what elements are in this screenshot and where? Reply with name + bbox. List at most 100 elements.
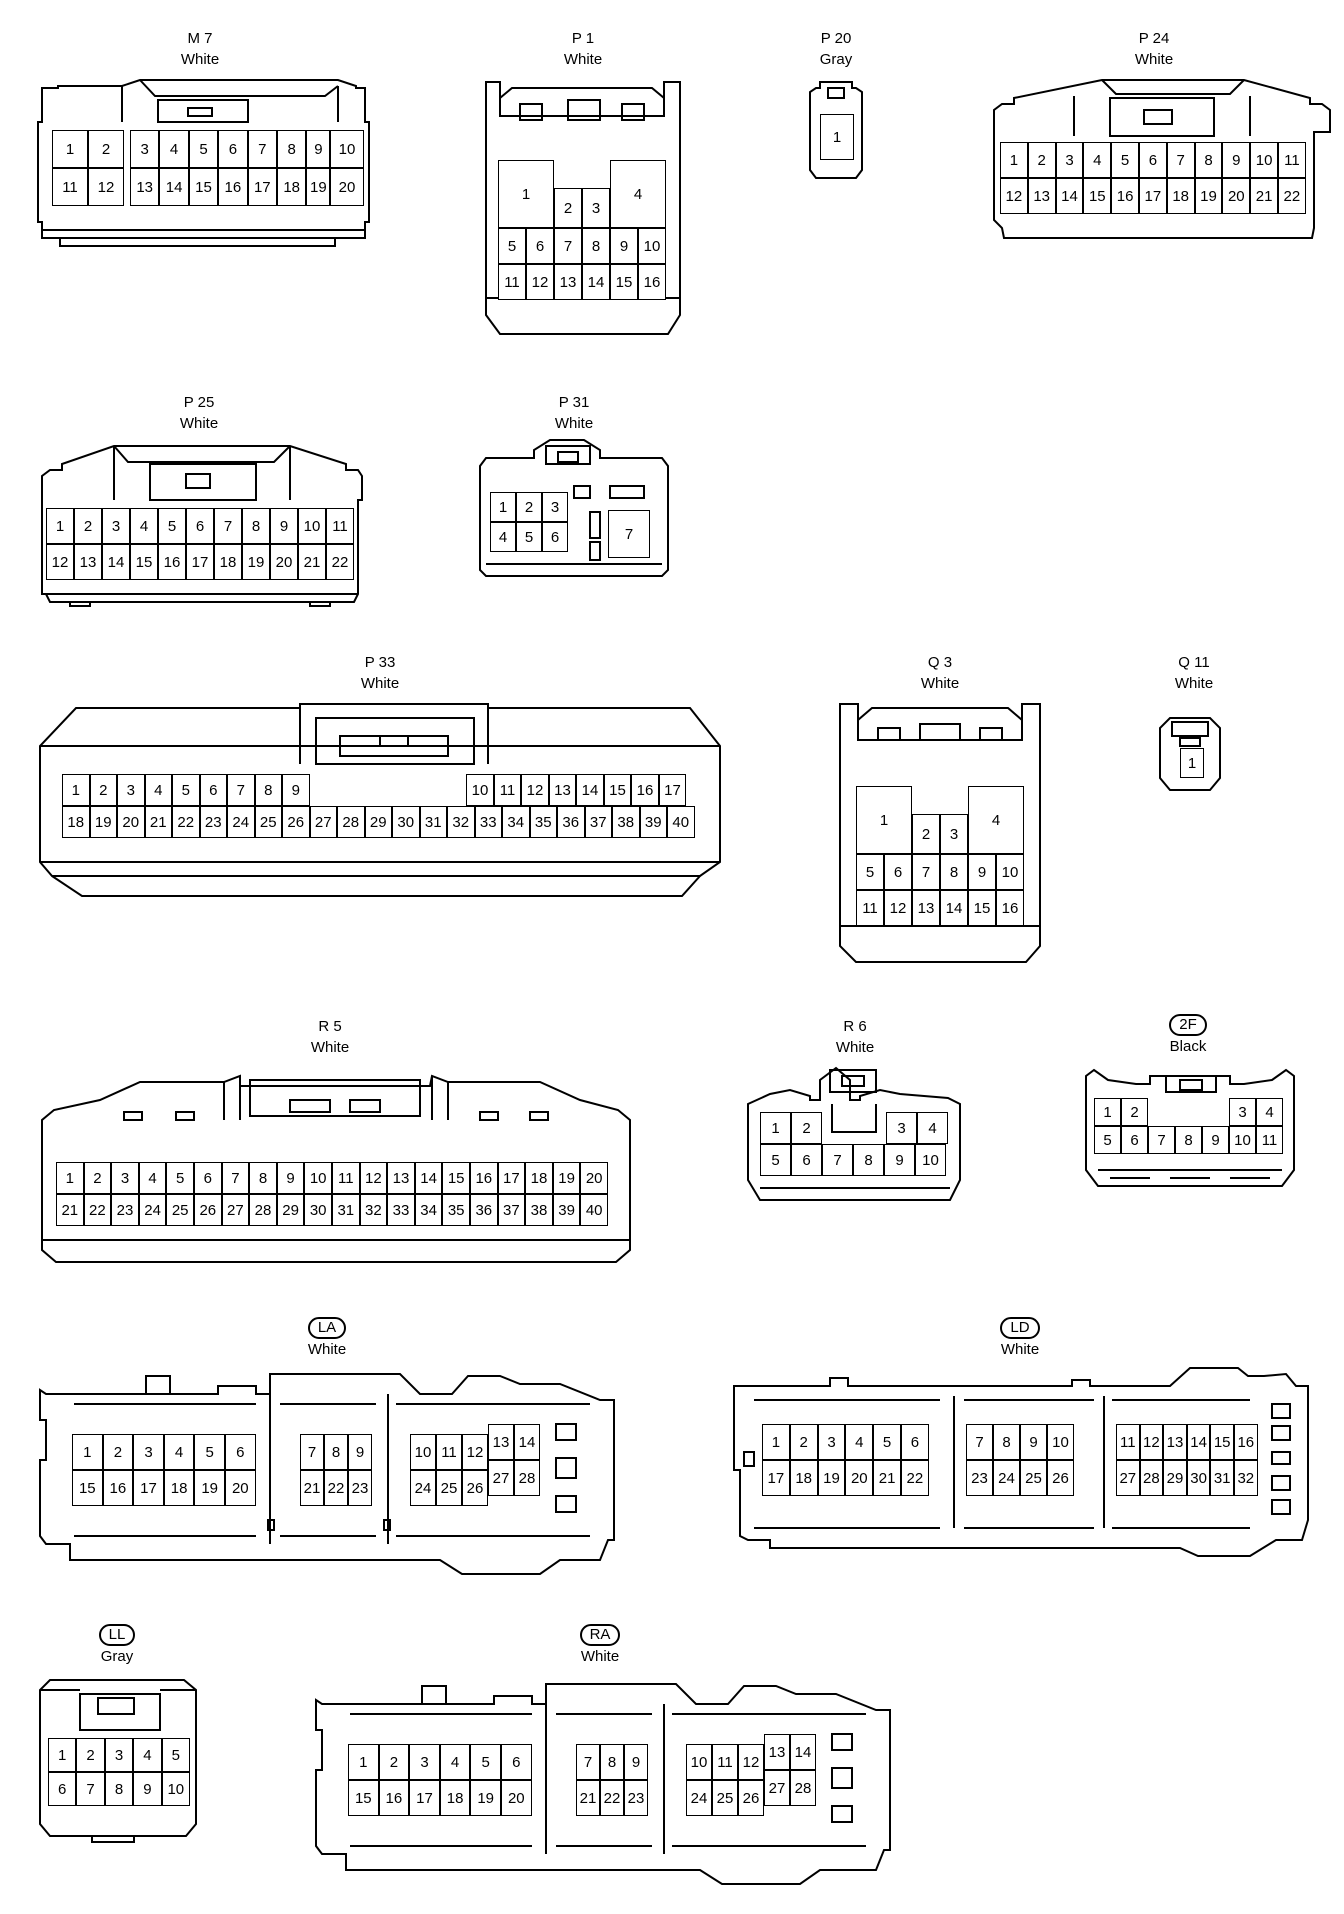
- pin-cavity: 1: [760, 1112, 791, 1144]
- connector-label-p33: P 33 White: [330, 654, 430, 692]
- pin-cavity: 25: [166, 1194, 194, 1226]
- pin-cavity: 29: [1163, 1460, 1187, 1496]
- pin-cavity: 10: [1250, 142, 1278, 178]
- connector-id: R 6: [843, 1018, 867, 1035]
- pin-cavity: 11: [332, 1162, 360, 1194]
- pin-cavity: 23: [966, 1460, 993, 1496]
- pin-cavity: 28: [249, 1194, 277, 1226]
- pin-cavity: 1: [490, 492, 516, 522]
- pin-cavity: 28: [514, 1460, 540, 1496]
- pin-cavity: 1: [1000, 142, 1028, 178]
- ll-housing: [39, 1679, 197, 1843]
- pin-cavity: 39: [552, 1194, 581, 1226]
- pin-cavity: 20: [330, 168, 364, 206]
- pin-cavity: 1: [1094, 1098, 1121, 1126]
- pin-cavity: 39: [639, 806, 667, 838]
- pin-cavity: 4: [845, 1424, 874, 1460]
- pin-cavity: 26: [282, 806, 310, 838]
- connector-color: White: [180, 51, 220, 68]
- pin-cavity: 28: [790, 1770, 816, 1806]
- pin-cavity: 32: [359, 1194, 388, 1226]
- pin-cavity: 35: [442, 1194, 470, 1226]
- pin-cavity: 5: [470, 1744, 501, 1780]
- pin-cavity: 29: [364, 806, 392, 838]
- pin-cavity: 7: [912, 854, 940, 890]
- connector-id: P 1: [571, 30, 595, 47]
- pin-cavity: 30: [392, 806, 420, 838]
- pin-cavity: 17: [762, 1460, 790, 1496]
- pin-cavity: 8: [582, 228, 610, 264]
- connector-color: White: [580, 1648, 620, 1665]
- pin-cavity: 30: [304, 1194, 332, 1226]
- pin-cavity: 25: [712, 1780, 738, 1816]
- pin-cavity: 23: [111, 1194, 139, 1226]
- pin-cavity: 5: [161, 1738, 190, 1772]
- pin-cavity: 2: [76, 1738, 105, 1772]
- pin-cavity: 27: [221, 1194, 250, 1226]
- pin-cavity: 8: [277, 130, 307, 168]
- connector-id: P 24: [1138, 30, 1170, 47]
- pin-cavity: 19: [306, 168, 331, 206]
- pin-cavity: 17: [1139, 178, 1167, 214]
- pin-cavity: 15: [1210, 1424, 1234, 1460]
- pin-cavity: 15: [968, 890, 996, 926]
- pin-cavity: 22: [326, 544, 354, 580]
- p24-housing: [993, 79, 1331, 239]
- pin-cavity: 25: [254, 806, 282, 838]
- pin-cavity: 12: [1000, 178, 1028, 214]
- pin-cavity: 32: [1234, 1460, 1258, 1496]
- pin-cavity: 12: [526, 264, 554, 300]
- pin-cavity: 22: [901, 1460, 929, 1496]
- connector-id: 2F: [1169, 1014, 1207, 1036]
- connector-color: White: [179, 415, 219, 432]
- pin-cavity: 6: [501, 1744, 532, 1780]
- pin-cavity: 2: [912, 814, 940, 854]
- pin-cavity: 15: [1083, 178, 1112, 214]
- pin-cavity: 37: [584, 806, 612, 838]
- pin-cavity: 24: [138, 1194, 167, 1226]
- pin-cavity: 5: [516, 522, 542, 552]
- pin-cavity: 10: [915, 1144, 946, 1176]
- pin-cavity: 18: [277, 168, 307, 206]
- pin-cavity: 18: [62, 806, 90, 838]
- pin-cavity: 5: [158, 508, 186, 544]
- pin-cavity: 2: [88, 130, 124, 168]
- pin-cavity: 9: [884, 1144, 915, 1176]
- pin-cavity: 4: [1256, 1098, 1283, 1126]
- connector-label-p20: P 20 Gray: [786, 30, 886, 68]
- pin-cavity: 2: [554, 188, 582, 228]
- pin-cavity: 7: [576, 1744, 600, 1780]
- pin-cavity: 15: [603, 774, 632, 806]
- pin-cavity: 19: [552, 1162, 581, 1194]
- pin-cavity: 3: [133, 1434, 164, 1470]
- pin-cavity: 24: [993, 1460, 1020, 1496]
- pin-cavity: 3: [130, 130, 160, 168]
- pin-cavity: 18: [525, 1162, 553, 1194]
- q3-housing: [839, 703, 1041, 963]
- connector-label-p25: P 25 White: [149, 394, 249, 432]
- pin-cavity: 31: [419, 806, 447, 838]
- pin-cavity: 2: [102, 1434, 134, 1470]
- pin-cavity: 12: [88, 168, 124, 206]
- pin-cavity: 8: [993, 1424, 1020, 1460]
- pin-cavity: 3: [817, 1424, 846, 1460]
- pin-cavity: 7: [214, 508, 242, 544]
- pin-cavity: 31: [1210, 1460, 1234, 1496]
- pin-cavity: 4: [130, 508, 158, 544]
- pin-cavity: 2: [83, 1162, 112, 1194]
- pin-cavity: 3: [886, 1112, 917, 1144]
- pin-cavity: 19: [242, 544, 270, 580]
- pin-cavity: 7: [227, 774, 255, 806]
- pin-cavity: 8: [104, 1772, 134, 1806]
- pin-cavity: 7: [76, 1772, 105, 1806]
- pin-cavity: 5: [172, 774, 200, 806]
- r6-housing: [747, 1066, 961, 1201]
- connector-label-ll: LL Gray: [67, 1624, 167, 1665]
- connector-id: LL: [98, 1624, 136, 1646]
- pin-cavity: 12: [884, 890, 912, 926]
- pin-cavity: 27: [309, 806, 337, 838]
- pin-cavity: 19: [817, 1460, 846, 1496]
- pin-cavity: 1: [762, 1424, 790, 1460]
- pin-cavity: 16: [631, 774, 659, 806]
- pin-cavity: 8: [853, 1144, 884, 1176]
